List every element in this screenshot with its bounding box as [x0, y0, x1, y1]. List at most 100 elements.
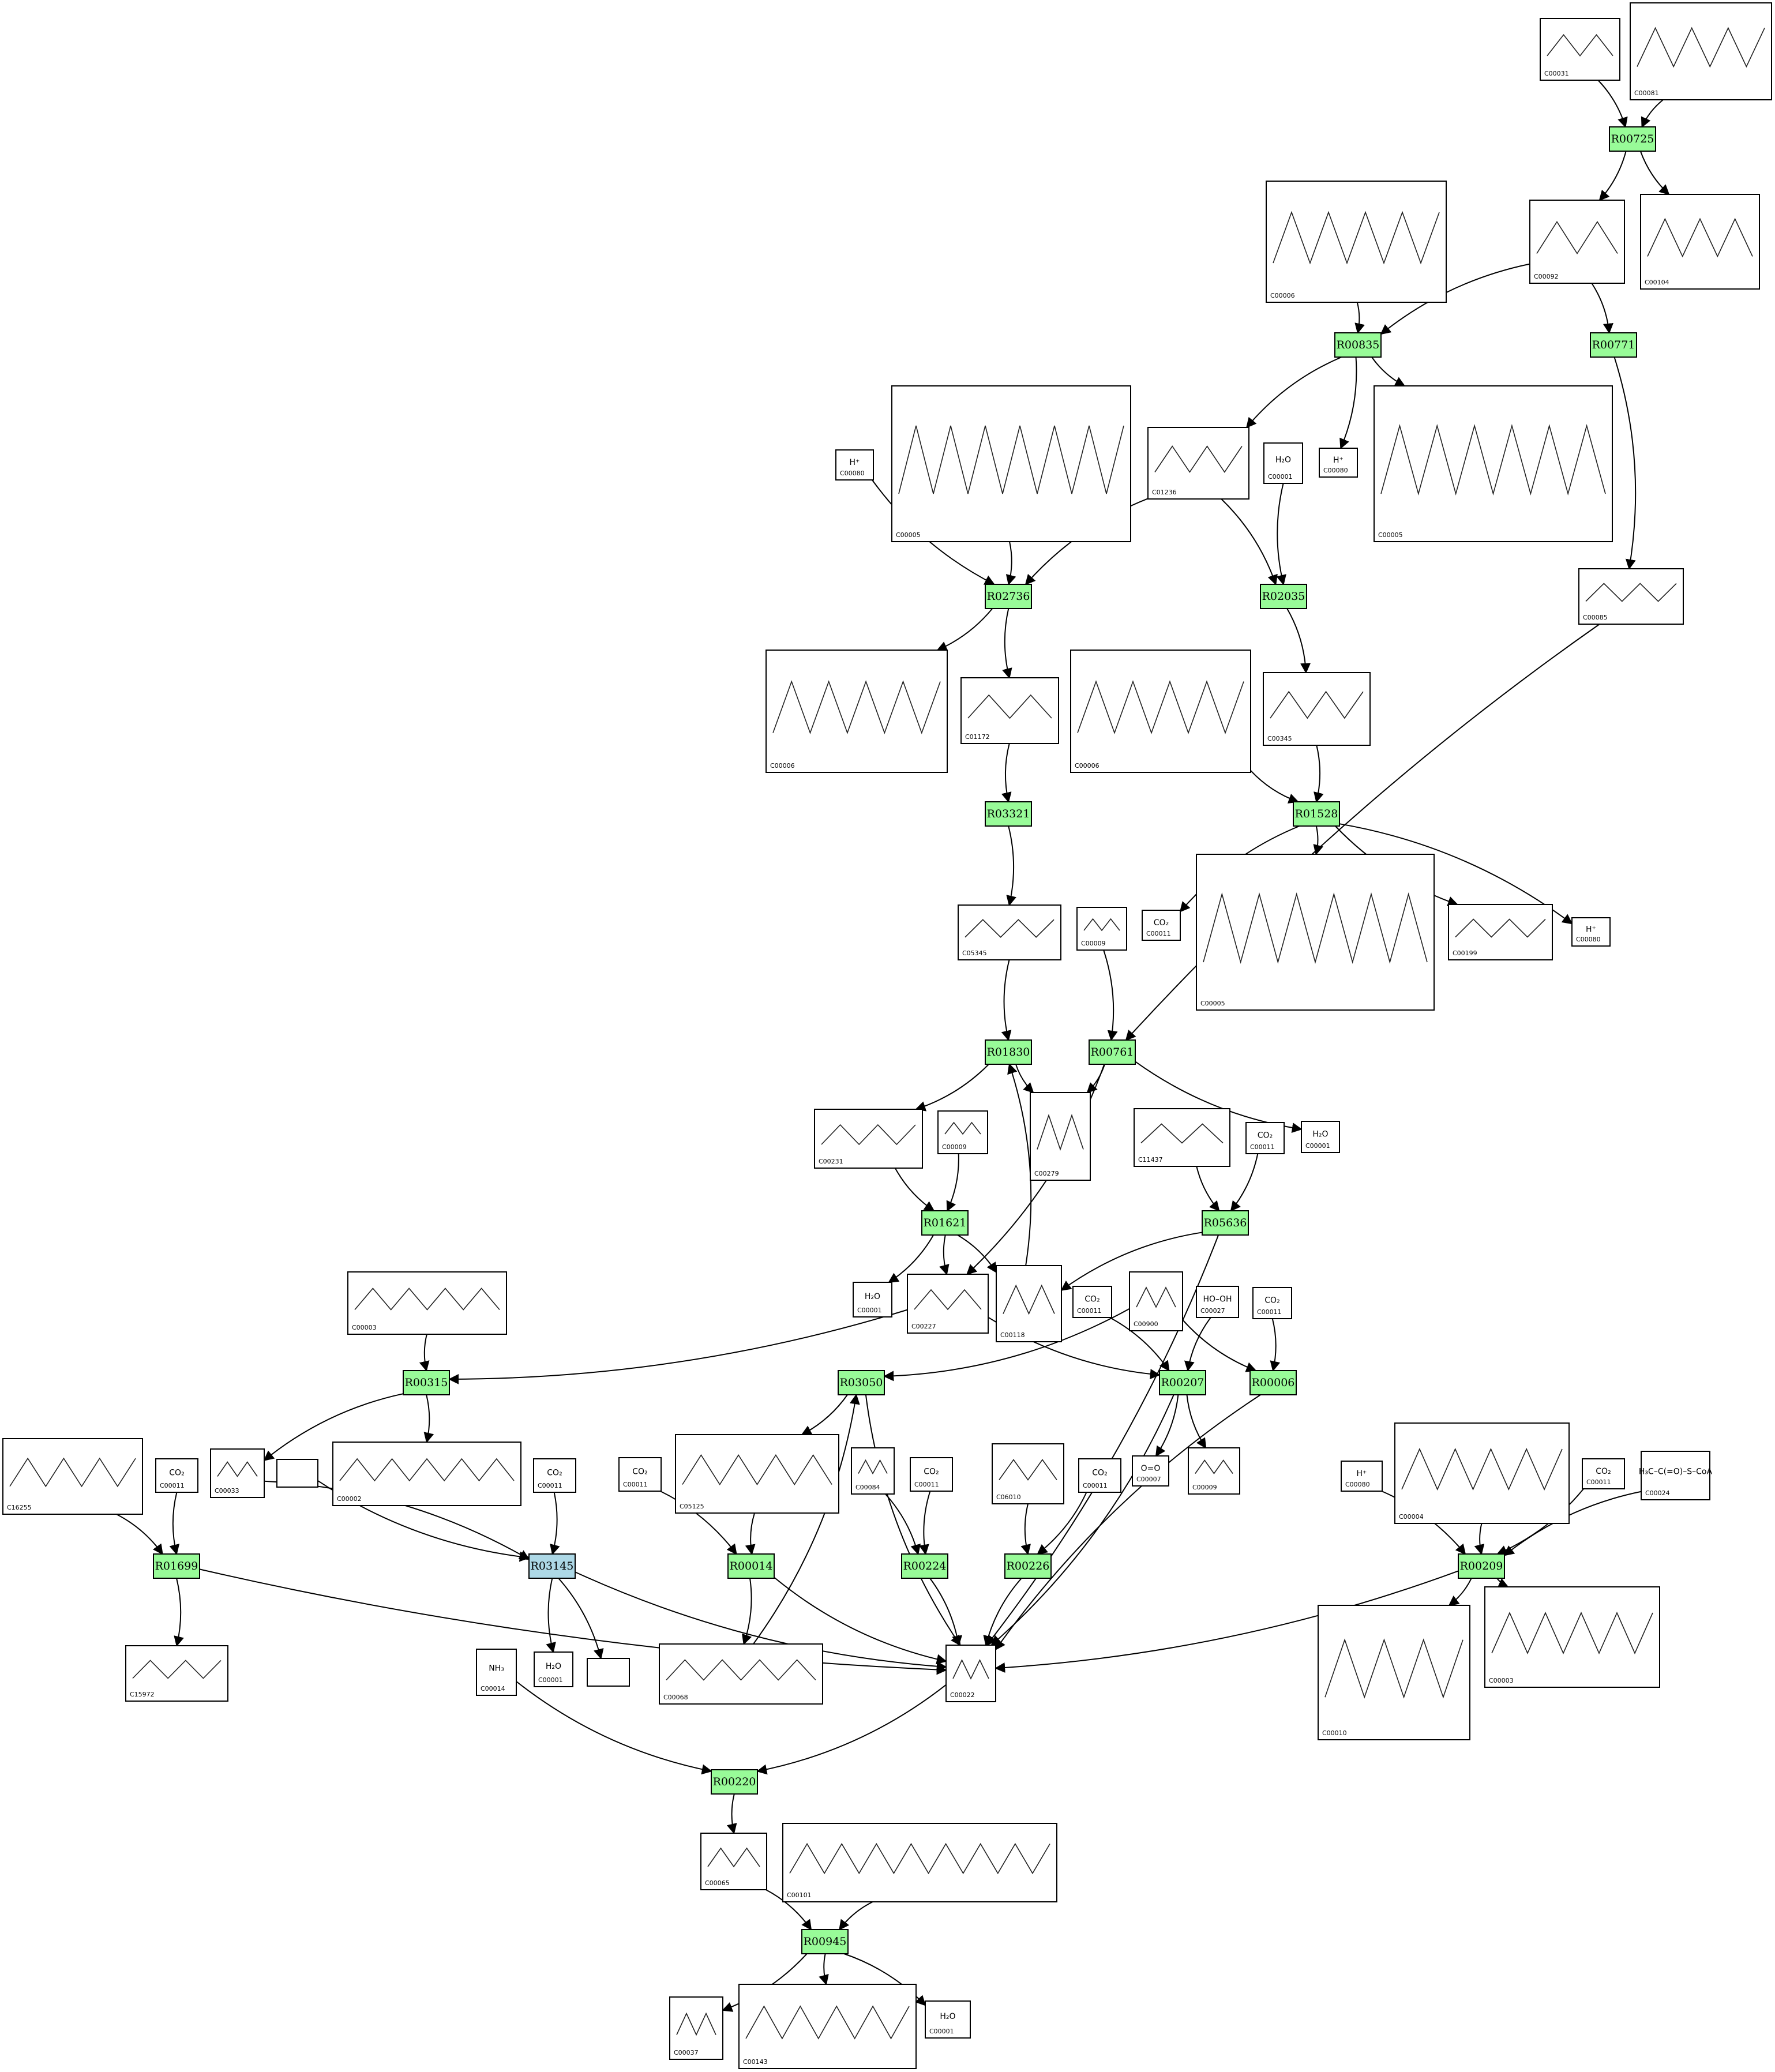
reaction-r00725[interactable]: R00725 — [1609, 126, 1656, 152]
compound-c00080[interactable]: H⁺C00080 — [835, 449, 874, 481]
compound-c00143[interactable]: C00143 — [738, 1984, 917, 2069]
compound-c00003[interactable]: C00003 — [347, 1271, 507, 1335]
compound-c00118[interactable]: C00118 — [996, 1265, 1062, 1342]
reaction-r00945[interactable]: R00945 — [801, 1929, 849, 1954]
reaction-box[interactable] — [528, 1553, 576, 1579]
reaction-r00014[interactable]: R00014 — [727, 1553, 775, 1579]
compound-c00080[interactable]: H⁺C00080 — [1571, 917, 1611, 947]
reaction-r00835[interactable]: R00835 — [1334, 332, 1382, 358]
reaction-box[interactable] — [1590, 332, 1637, 358]
compound-c00085[interactable]: C00085 — [1578, 568, 1684, 625]
reaction-box[interactable] — [985, 801, 1032, 827]
reaction-r01621[interactable]: R01621 — [921, 1210, 969, 1236]
compound-c00033[interactable]: C00033 — [210, 1448, 265, 1498]
compound-c05125[interactable]: C05125 — [675, 1434, 839, 1514]
reaction-r03050[interactable]: R03050 — [838, 1370, 885, 1395]
compound-c06010[interactable]: C06010 — [992, 1443, 1064, 1504]
compound-c00009[interactable]: C00009 — [937, 1110, 988, 1154]
reaction-box[interactable] — [985, 1039, 1032, 1065]
compound-c00101[interactable]: C00101 — [782, 1823, 1057, 1902]
compound-c00002[interactable]: C00002 — [332, 1442, 521, 1506]
compound-c00009[interactable]: C00009 — [1076, 907, 1127, 951]
compound-c00006[interactable]: C00006 — [1070, 650, 1251, 773]
compound-c00037[interactable]: C00037 — [669, 1996, 723, 2060]
reaction-box[interactable] — [1159, 1370, 1206, 1395]
reaction-r01699[interactable]: R01699 — [153, 1553, 200, 1579]
compound-c00068[interactable]: C00068 — [659, 1643, 823, 1705]
reaction-r00220[interactable]: R00220 — [711, 1769, 758, 1795]
compound-c00005[interactable]: C00005 — [1196, 854, 1435, 1011]
compound-c00009[interactable]: C00009 — [1188, 1447, 1240, 1495]
compound-c15972[interactable]: C15972 — [125, 1645, 228, 1702]
reaction-r00224[interactable]: R00224 — [901, 1553, 948, 1579]
compound-c00010[interactable]: C00010 — [1318, 1605, 1470, 1740]
reaction-r01528[interactable]: R01528 — [1293, 801, 1340, 827]
compound-c00080[interactable]: H⁺C00080 — [1319, 448, 1358, 478]
reaction-r00315[interactable]: R00315 — [403, 1370, 450, 1395]
compound-c00345[interactable]: C00345 — [1263, 672, 1371, 746]
compound-c00065[interactable]: C00065 — [700, 1833, 767, 1890]
reaction-r00209[interactable]: R00209 — [1458, 1553, 1505, 1579]
reaction-box[interactable] — [1202, 1210, 1249, 1236]
reaction-box[interactable] — [1249, 1370, 1297, 1395]
reaction-r00006[interactable]: R00006 — [1249, 1370, 1297, 1395]
reaction-box[interactable] — [985, 584, 1032, 609]
reaction-box[interactable] — [711, 1769, 758, 1795]
compound-c00279[interactable]: C00279 — [1030, 1092, 1091, 1181]
compound-c00227[interactable]: C00227 — [907, 1274, 989, 1334]
compound-c00900[interactable]: C00900 — [1129, 1271, 1183, 1331]
reaction-box[interactable] — [153, 1553, 200, 1579]
compound-c00022[interactable]: C00022 — [945, 1645, 996, 1702]
reaction-box[interactable] — [901, 1553, 948, 1579]
reaction-r00771[interactable]: R00771 — [1590, 332, 1637, 358]
reaction-r00761[interactable]: R00761 — [1089, 1039, 1136, 1065]
compound-c00199[interactable]: C00199 — [1448, 904, 1553, 960]
compound-c00231[interactable]: C00231 — [814, 1109, 923, 1169]
reaction-box[interactable] — [838, 1370, 885, 1395]
reaction-box[interactable] — [1458, 1553, 1505, 1579]
reaction-box[interactable] — [1334, 332, 1382, 358]
compound-c00006[interactable]: C00006 — [765, 650, 948, 773]
compound-c16255[interactable]: C16255 — [2, 1438, 143, 1515]
compound-c00084[interactable]: C00084 — [851, 1447, 895, 1495]
compound-c00003[interactable]: C00003 — [1484, 1586, 1660, 1688]
compound-c01236[interactable]: C01236 — [1147, 427, 1249, 500]
reaction-box[interactable] — [727, 1553, 775, 1579]
compound-c00031[interactable]: C00031 — [1540, 18, 1620, 81]
reaction-box[interactable] — [1293, 801, 1340, 827]
compound-empty[interactable] — [587, 1658, 630, 1687]
reaction-r03321[interactable]: R03321 — [985, 801, 1032, 827]
compound-c00081[interactable]: C00081 — [1630, 2, 1772, 100]
compound-c11437[interactable]: C11437 — [1134, 1108, 1230, 1167]
reaction-r01830[interactable]: R01830 — [985, 1039, 1032, 1065]
reaction-r05636[interactable]: R05636 — [1202, 1210, 1249, 1236]
reaction-box[interactable] — [403, 1370, 450, 1395]
compound-c00080[interactable]: H⁺C00080 — [1341, 1461, 1383, 1492]
compound-c00004[interactable]: C00004 — [1394, 1422, 1570, 1524]
reaction-r00226[interactable]: R00226 — [1004, 1553, 1052, 1579]
reaction-r02035[interactable]: R02035 — [1260, 584, 1307, 609]
compound-c00006[interactable]: C00006 — [1266, 181, 1447, 303]
reaction-box[interactable] — [1004, 1553, 1052, 1579]
reaction-r02736[interactable]: R02736 — [985, 584, 1032, 609]
compound-c00092[interactable]: C00092 — [1529, 200, 1625, 284]
compound-empty[interactable] — [276, 1459, 318, 1488]
compound-c00104[interactable]: C00104 — [1640, 194, 1760, 290]
